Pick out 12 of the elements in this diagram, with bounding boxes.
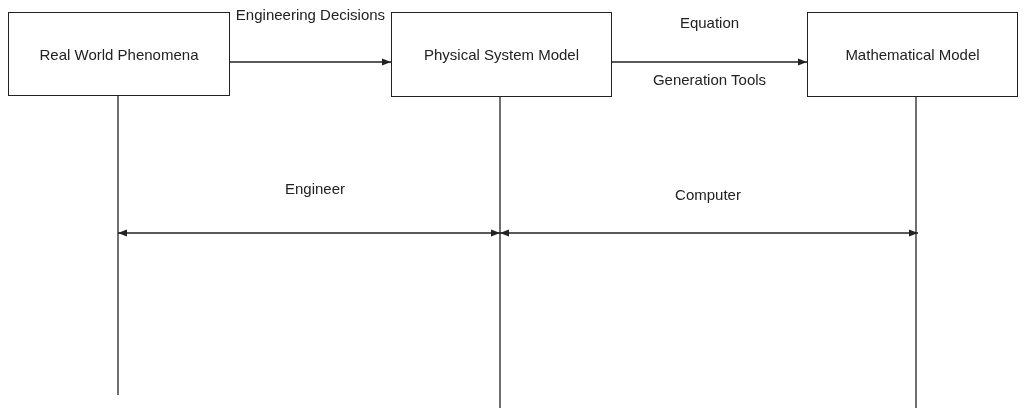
process-box <box>807 12 1018 97</box>
process-box <box>391 12 612 97</box>
dimension-label: Engineer <box>285 179 345 199</box>
edge-label: Equation Generation Tools <box>651 13 768 90</box>
edge-label: Engineering Decisions <box>234 5 387 25</box>
box-label: Physical System Model <box>423 45 580 65</box>
process-box <box>8 12 230 96</box>
box-label: Real World Phenomena <box>39 44 199 65</box>
arrow <box>611 58 808 66</box>
arrow <box>229 58 392 66</box>
dimension-label: Computer <box>675 185 741 205</box>
box-label: Mathematical Model <box>845 45 980 65</box>
